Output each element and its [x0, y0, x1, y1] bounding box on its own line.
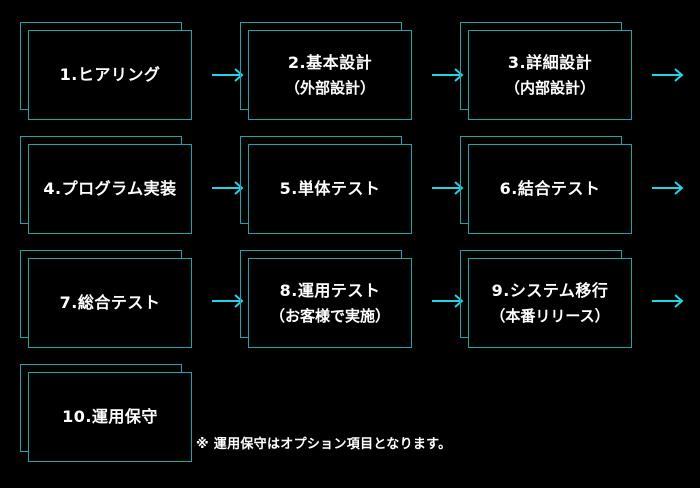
footnote: ※ 運用保守はオプション項目となります。 [196, 437, 452, 452]
arrow-right-icon [651, 68, 685, 82]
step-frame-front: 6.結合テスト [468, 144, 632, 234]
arrow-right-icon [431, 181, 465, 195]
step-label: 3.詳細設計 [507, 53, 593, 72]
step-box-2: 2.基本設計 （外部設計） [240, 22, 412, 120]
step-label: 4.プログラム実装 [43, 179, 177, 198]
step-sublabel: （内部設計） [504, 79, 595, 97]
arrow-right-icon [211, 294, 245, 308]
step-box-7: 7.総合テスト [20, 250, 192, 348]
step-frame-front: 5.単体テスト [248, 144, 412, 234]
arrow-right-icon [211, 68, 245, 82]
step-frame-front: 9.システム移行 （本番リリース） [468, 258, 632, 348]
step-label: 1.ヒアリング [59, 65, 161, 84]
step-sublabel: （本番リリース） [490, 307, 610, 325]
step-box-1: 1.ヒアリング [20, 22, 192, 120]
arrow-right-icon [431, 68, 465, 82]
step-box-3: 3.詳細設計 （内部設計） [460, 22, 632, 120]
step-sublabel: （お客様で実施） [269, 307, 390, 325]
step-frame-front: 3.詳細設計 （内部設計） [468, 30, 632, 120]
step-box-10: 10.運用保守 [20, 364, 192, 462]
step-label: 2.基本設計 [287, 53, 373, 72]
step-box-6: 6.結合テスト [460, 136, 632, 234]
step-frame-front: 4.プログラム実装 [28, 144, 192, 234]
arrow-right-icon [651, 294, 685, 308]
step-sublabel: （外部設計） [284, 79, 375, 97]
step-label: 8.運用テスト [279, 281, 381, 300]
arrow-right-icon [211, 181, 245, 195]
step-label: 5.単体テスト [279, 179, 381, 198]
step-frame-front: 2.基本設計 （外部設計） [248, 30, 412, 120]
step-frame-front: 7.総合テスト [28, 258, 192, 348]
step-label: 6.結合テスト [499, 179, 601, 198]
step-box-5: 5.単体テスト [240, 136, 412, 234]
step-frame-front: 8.運用テスト （お客様で実施） [248, 258, 412, 348]
step-box-8: 8.運用テスト （お客様で実施） [240, 250, 412, 348]
step-box-9: 9.システム移行 （本番リリース） [460, 250, 632, 348]
step-frame-front: 10.運用保守 [28, 372, 192, 462]
step-label: 9.システム移行 [491, 281, 609, 300]
step-label: 7.総合テスト [59, 293, 161, 312]
step-box-4: 4.プログラム実装 [20, 136, 192, 234]
step-label: 10.運用保守 [62, 407, 158, 426]
step-frame-front: 1.ヒアリング [28, 30, 192, 120]
arrow-right-icon [431, 294, 465, 308]
arrow-right-icon [651, 181, 685, 195]
